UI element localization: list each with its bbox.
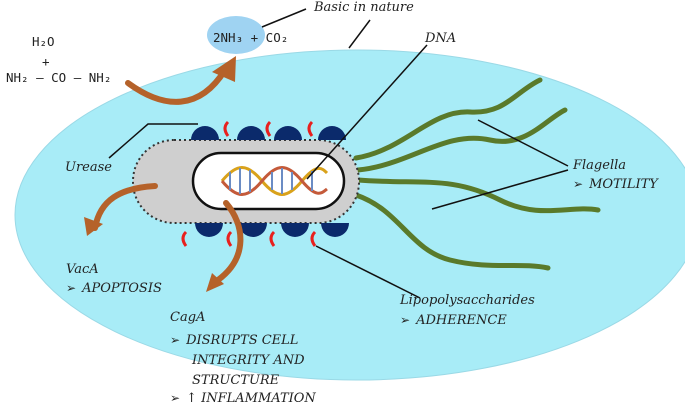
urease-leader xyxy=(108,123,198,159)
urease-label: Urease xyxy=(65,160,112,175)
lps-marker xyxy=(269,230,276,247)
adhesins-top xyxy=(191,126,346,140)
flagellum-2 xyxy=(355,107,568,173)
lps-label: Lipopolysaccharides xyxy=(400,293,535,308)
lps-leader xyxy=(315,245,421,299)
flagella-group xyxy=(353,77,601,271)
vaca-label: VacA xyxy=(66,262,99,277)
apoptosis-item: ➢ APOPTOSIS xyxy=(66,280,162,296)
product-bubble xyxy=(207,16,265,54)
host-leader xyxy=(348,19,371,49)
lps-marker xyxy=(265,120,272,137)
adhesin xyxy=(274,126,302,140)
adherence-item: ➢ ADHERENCE xyxy=(400,312,507,328)
lps-top xyxy=(223,120,314,137)
flagellum-3 xyxy=(355,177,601,214)
bacterium-to-caga-arrow xyxy=(215,200,244,283)
lps-bottom xyxy=(181,230,317,247)
lps-marker xyxy=(310,230,317,247)
inflammation-item: ➢ ↑ INFLAMMATION xyxy=(170,390,316,406)
urea-formula: NH₂ – CO – NH₂ xyxy=(6,70,112,85)
basic-leader xyxy=(261,8,307,28)
arrowhead-bullet-icon: ➢ xyxy=(170,391,181,405)
disrupts-line-3: STRUCTURE xyxy=(192,373,280,388)
arrowhead xyxy=(206,273,224,292)
disrupts-line-1: DISRUPTS CELL xyxy=(186,333,299,348)
disrupts-item: ➢ DISRUPTS CELL INTEGRITY AND STRUCTURE xyxy=(170,330,305,390)
dna-label: DNA xyxy=(425,31,457,46)
leader-lines xyxy=(108,8,569,299)
adherence-label: ADHERENCE xyxy=(416,313,507,328)
urease-to-vaca-arrow xyxy=(92,183,158,231)
flagella-leader-1 xyxy=(477,119,569,167)
flagella-leader-2 xyxy=(431,169,569,210)
arrowhead-bullet-icon: ➢ xyxy=(66,281,77,295)
adhesin xyxy=(321,223,349,237)
flagella-label: Flagella xyxy=(573,158,627,173)
dna-leader xyxy=(306,44,428,180)
adhesin xyxy=(191,126,219,140)
products-formula: 2NH₃ + CO₂ xyxy=(213,30,289,45)
plus-sign: + xyxy=(42,54,50,69)
adhesin xyxy=(239,223,267,237)
adhesins-bottom xyxy=(195,223,349,237)
reaction-arrowheads xyxy=(84,56,236,292)
arrowhead xyxy=(84,217,103,236)
arrowhead-bullet-icon: ➢ xyxy=(170,333,181,347)
reaction-arrows xyxy=(92,67,244,283)
arrowhead-bullet-icon: ➢ xyxy=(573,177,584,191)
adhesin xyxy=(195,223,223,237)
flagellum-1 xyxy=(353,77,543,161)
adhesin xyxy=(318,126,346,140)
flagellum-4 xyxy=(353,192,551,271)
arrowhead-bullet-icon: ➢ xyxy=(400,313,411,327)
urea-to-products-arrow xyxy=(125,67,228,105)
lps-marker xyxy=(223,120,230,137)
motility-item: ➢ MOTILITY xyxy=(573,176,658,192)
lps-marker xyxy=(181,230,188,247)
adhesin xyxy=(237,126,265,140)
caga-label: CagA xyxy=(170,310,206,325)
adhesin xyxy=(281,223,309,237)
water-formula: H₂O xyxy=(32,34,55,49)
basic-in-nature-label: Basic in nature xyxy=(314,0,414,15)
arrowhead xyxy=(212,56,236,82)
apoptosis-label: APOPTOSIS xyxy=(82,281,162,296)
lps-marker xyxy=(226,230,233,247)
motility-label: MOTILITY xyxy=(589,177,658,192)
host-cell xyxy=(14,49,685,381)
bacterium-cytoplasm xyxy=(191,151,346,211)
lps-marker xyxy=(307,120,314,137)
disrupts-line-2: INTEGRITY AND xyxy=(192,353,305,368)
inflammation-label: ↑ INFLAMMATION xyxy=(186,391,316,406)
